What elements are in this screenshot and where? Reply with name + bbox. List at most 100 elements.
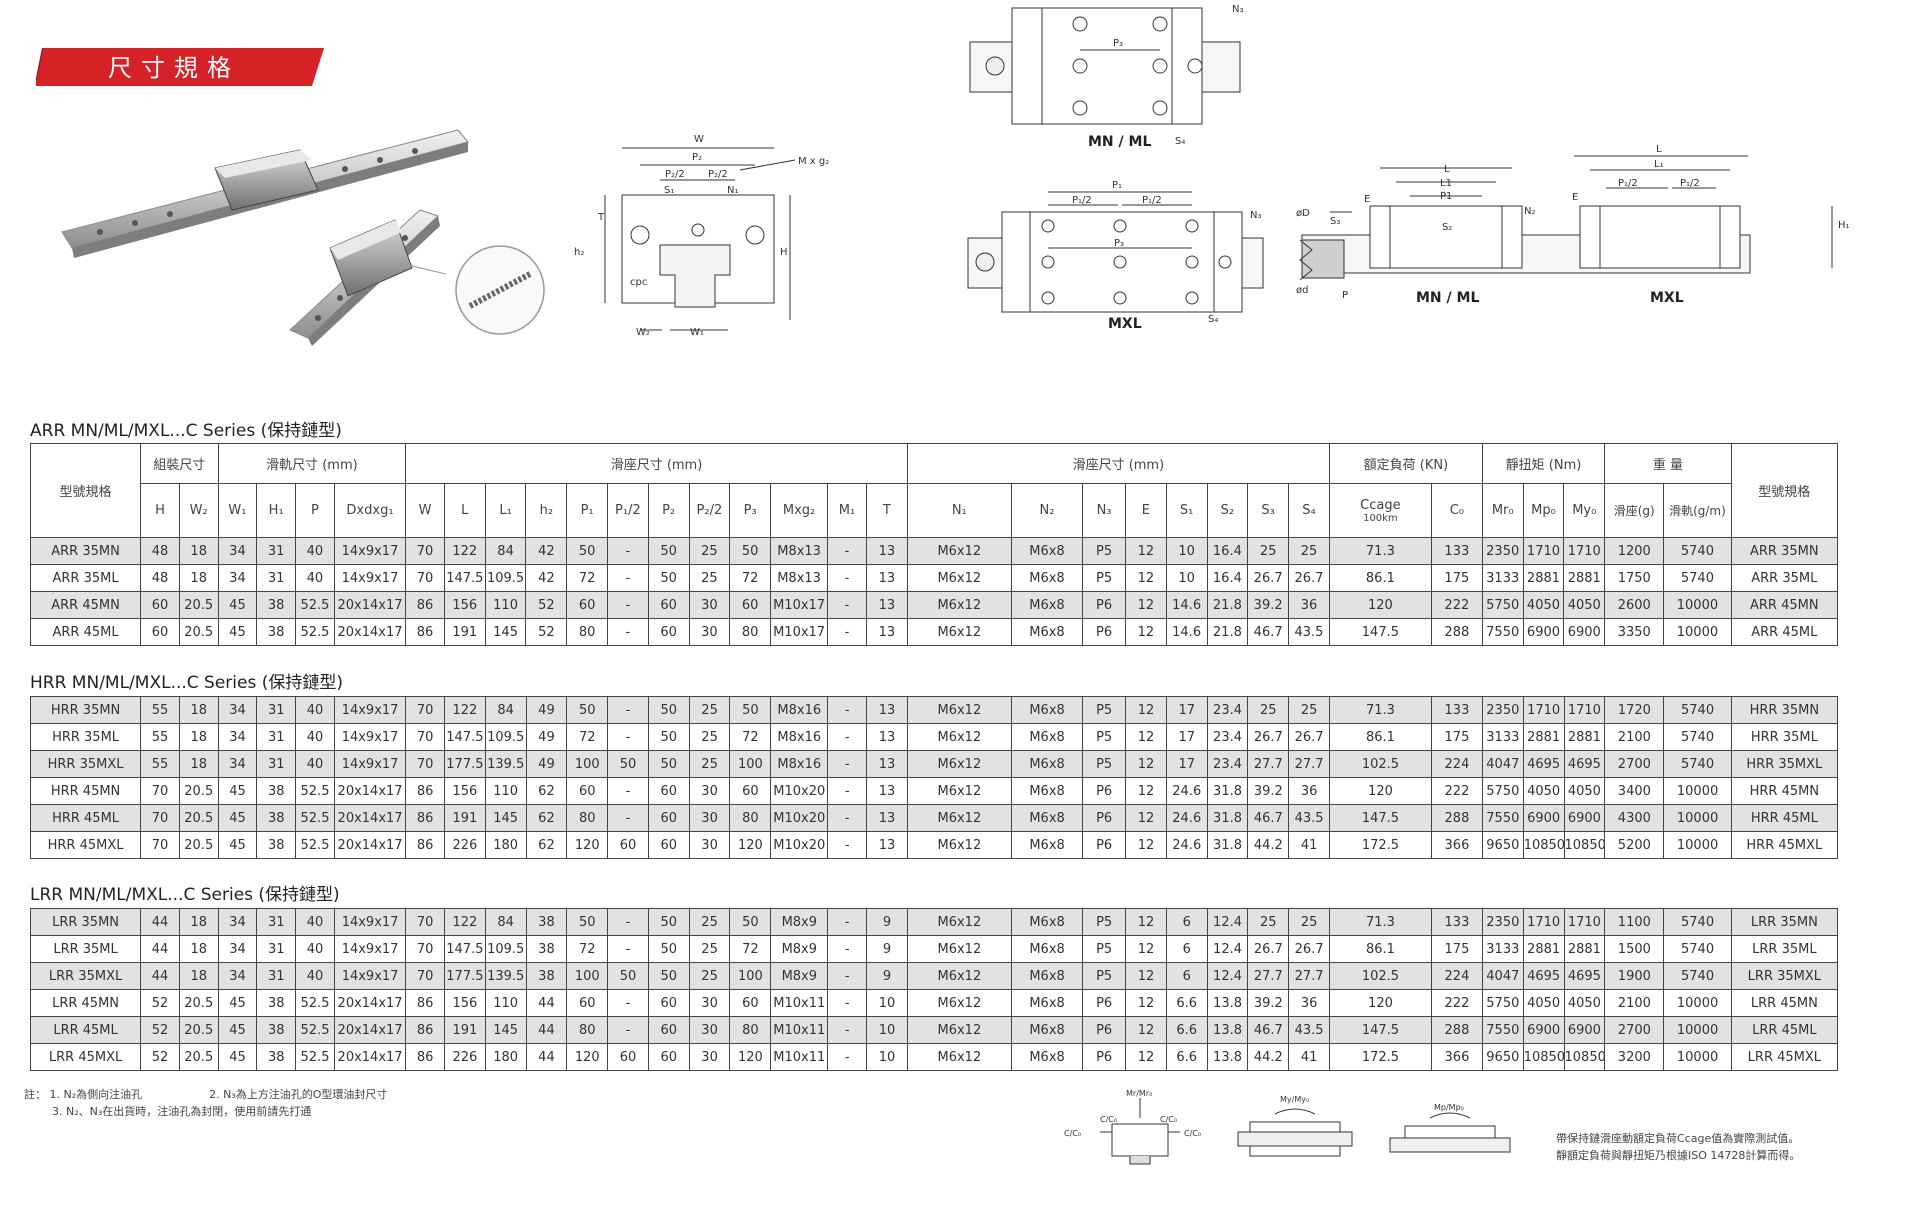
svg-text:S₁: S₁ [664, 185, 674, 196]
table-cell: 27.7 [1288, 750, 1330, 778]
table-cell: 84 [484, 908, 527, 936]
svg-text:W₁: W₁ [690, 327, 704, 338]
table-cell: 34 [217, 564, 258, 592]
table-cell: ARR 35ML [1730, 564, 1839, 592]
table-cell: 40 [295, 750, 335, 778]
table-cell: 80 [566, 1016, 609, 1044]
header-banner [36, 48, 324, 86]
table-cell: 44 [525, 1043, 568, 1071]
table-cell: P5 [1082, 537, 1126, 565]
table-cell: 9650 [1481, 1043, 1524, 1071]
table-cell: 4050 [1563, 591, 1606, 619]
table-cell: 100 [729, 962, 772, 990]
table-cell: M6x12 [906, 723, 1012, 751]
table-cell: 147.5 [444, 935, 486, 963]
table-cell: 122 [444, 908, 486, 936]
table-cell: 45 [217, 1016, 258, 1044]
table-cell: 13 [865, 618, 908, 646]
table-cell: M6x8 [1010, 591, 1084, 619]
table-cell: 12 [1125, 696, 1167, 724]
svg-text:N₃: N₃ [1232, 4, 1244, 15]
note-label: 註： [24, 1088, 46, 1101]
table-cell: M6x8 [1010, 962, 1084, 990]
svg-text:P₁/2: P₁/2 [1680, 178, 1700, 189]
table-cell: M6x8 [1010, 777, 1084, 805]
svg-text:S₄: S₄ [1175, 136, 1185, 147]
table-cell: LRR 45ML [29, 1016, 142, 1044]
table-cell: 31.8 [1206, 777, 1249, 805]
table-cell: 172.5 [1328, 831, 1432, 859]
table-cell: 4695 [1522, 750, 1565, 778]
table-cell: M10x20 [770, 804, 829, 832]
table-cell: 25 [1288, 908, 1330, 936]
table-cell: 50 [607, 750, 649, 778]
side-view-drawing [1299, 155, 1833, 281]
col-P2: P₂ [647, 483, 690, 538]
table-cell: 12 [1124, 591, 1167, 619]
table-cell: 25 [1247, 696, 1290, 724]
table-cell: 3133 [1481, 564, 1524, 592]
table-cell: 3350 [1604, 618, 1665, 646]
table-cell: 156 [444, 777, 486, 805]
table-cell: 60 [729, 989, 772, 1017]
table-cell: 25 [688, 537, 731, 565]
svg-text:P₁: P₁ [1112, 180, 1122, 191]
table-cell: M6x8 [1010, 750, 1084, 778]
table-cell: 133 [1430, 696, 1483, 724]
table-cell: 17 [1165, 723, 1208, 751]
col-S2: S₂ [1206, 483, 1249, 538]
table-cell: 6900 [1522, 804, 1565, 832]
table-cell: 41 [1288, 1043, 1330, 1071]
table-cell: 1710 [1522, 696, 1565, 724]
table-cell: 120 [1328, 777, 1432, 805]
table-cell: HRR 45ML [29, 804, 142, 832]
table-cell: M6x12 [906, 537, 1012, 565]
table-cell: 50 [607, 962, 649, 990]
table-cell: 10850 [1563, 1043, 1606, 1071]
table-cell: 102.5 [1328, 962, 1432, 990]
table-cell: M6x8 [1010, 564, 1084, 592]
table-cell: 50 [729, 696, 772, 724]
table-cell: 6 [1165, 935, 1208, 963]
table-cell: - [607, 723, 649, 751]
table-cell: 52 [140, 1016, 180, 1044]
table-cell: 145 [484, 804, 527, 832]
table-cell: 60 [647, 831, 690, 859]
table-cell: 109.5 [484, 935, 527, 963]
table-cell: 48 [140, 564, 180, 592]
table-cell: 5740 [1663, 962, 1732, 990]
table-cell: 9 [866, 962, 908, 990]
table-cell: HRR 35MN [1730, 696, 1839, 724]
table-cell: 50 [647, 962, 690, 990]
table-cell: 25 [1247, 537, 1290, 565]
table-cell: 1720 [1604, 696, 1665, 724]
table-cell: 40 [295, 935, 335, 963]
table-cell: M6x8 [1010, 723, 1084, 751]
table-cell: 34 [217, 750, 258, 778]
table-cell: 71.3 [1328, 908, 1432, 936]
table-cell: 42 [525, 564, 568, 592]
table-cell: HRR 35ML [1730, 723, 1839, 751]
table-cell: ARR 35MN [1730, 537, 1839, 565]
table-cell: 9 [866, 935, 908, 963]
table-cell: 26.7 [1288, 935, 1330, 963]
note-2: 2. N₃為上方注油孔的O型環油封尺寸 [209, 1088, 388, 1101]
table-cell: 60 [647, 1043, 690, 1071]
table-cell: 71.3 [1328, 696, 1432, 724]
table-cell: 20.5 [178, 989, 219, 1017]
table-cell: 31 [256, 723, 297, 751]
table-cell: M6x12 [906, 962, 1012, 990]
top-view-mn-labels: N₃ P₃ S₄ MN / ML [1088, 4, 1244, 150]
table-cell: 18 [178, 908, 219, 936]
table-cell: 2350 [1481, 908, 1524, 936]
table-cell: 24.6 [1165, 831, 1208, 859]
table-cell: 60 [140, 618, 180, 646]
table-cell: HRR 45ML [1730, 804, 1839, 832]
table-cell: 46.7 [1247, 1016, 1290, 1044]
svg-text:MXL: MXL [1650, 290, 1684, 306]
table-cell: 10 [866, 989, 908, 1017]
table-cell: 12 [1125, 723, 1167, 751]
table-cell: 20x14x17 [333, 618, 407, 646]
